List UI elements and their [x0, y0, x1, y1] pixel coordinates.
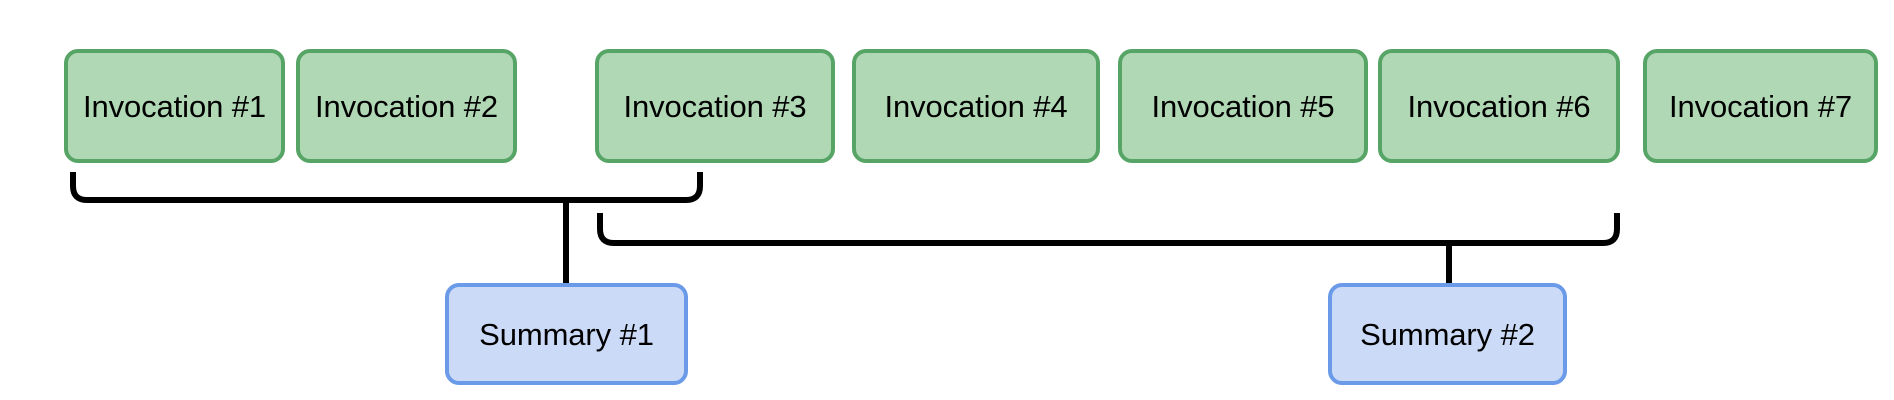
node-invocation-5-label: Invocation #5 [1151, 88, 1335, 124]
node-invocation-5[interactable]: Invocation #5 [1118, 49, 1368, 163]
node-invocation-3-label: Invocation #3 [623, 88, 807, 124]
node-invocation-3[interactable]: Invocation #3 [595, 49, 835, 163]
node-invocation-7[interactable]: Invocation #7 [1643, 49, 1878, 163]
node-invocation-2-label: Invocation #2 [314, 88, 499, 124]
node-invocation-6[interactable]: Invocation #6 [1378, 49, 1620, 163]
node-invocation-7-label: Invocation #7 [1668, 88, 1853, 124]
node-summary-1-label: Summary #1 [479, 316, 654, 352]
node-invocation-1-label: Invocation #1 [82, 88, 267, 124]
node-summary-1[interactable]: Summary #1 [445, 283, 688, 385]
node-invocation-6-label: Invocation #6 [1407, 88, 1591, 124]
node-summary-2[interactable]: Summary #2 [1328, 283, 1567, 385]
node-invocation-4-label: Invocation #4 [884, 88, 1068, 124]
node-summary-2-label: Summary #2 [1360, 316, 1535, 352]
bracket-2-rail [597, 213, 1620, 246]
bracket-1-rail [70, 172, 703, 203]
node-invocation-1[interactable]: Invocation #1 [64, 49, 285, 163]
node-invocation-4[interactable]: Invocation #4 [852, 49, 1100, 163]
node-invocation-2[interactable]: Invocation #2 [296, 49, 517, 163]
